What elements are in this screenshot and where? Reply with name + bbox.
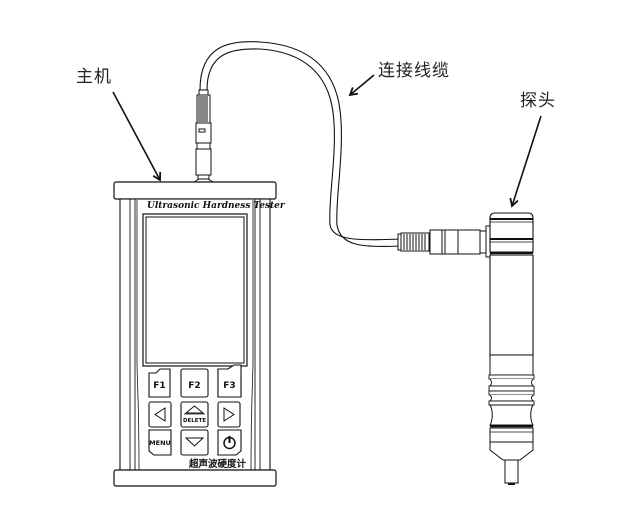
svg-text:DELETE: DELETE (183, 418, 206, 424)
host-arrow (112, 91, 162, 182)
label-arrows (112, 74, 542, 208)
key-f2[interactable]: F2 (180, 368, 209, 398)
probe (488, 212, 535, 485)
cable-arrow (348, 74, 375, 97)
key-f1[interactable]: F1 (148, 368, 171, 398)
label-cable: 连接线缆 (378, 61, 450, 81)
svg-text:F3: F3 (223, 381, 235, 391)
keypad: F1 F2 F3 DELETE MENU (148, 364, 242, 456)
svg-text:MENU: MENU (149, 439, 171, 447)
key-left[interactable] (148, 401, 172, 428)
power-icon (223, 436, 236, 450)
label-probe: 探头 (520, 91, 556, 111)
probe-connector (397, 225, 492, 258)
key-power[interactable] (217, 429, 242, 456)
svg-text:F2: F2 (188, 381, 200, 391)
key-menu[interactable]: MENU (148, 429, 172, 456)
key-up-delete[interactable]: DELETE (180, 401, 209, 428)
probe-arrow (509, 115, 542, 208)
label-host: 主机 (76, 67, 112, 87)
svg-text:F1: F1 (153, 381, 165, 391)
screen (145, 216, 245, 364)
key-right[interactable] (217, 401, 241, 428)
connection-cable (199, 41, 401, 248)
device-model-name: 超声波硬度计 (189, 459, 247, 470)
key-down[interactable] (180, 429, 209, 456)
key-f3[interactable]: F3 (217, 364, 242, 398)
device-brand-text: Ultrasonic Hardness Tester (147, 201, 285, 211)
host-connector (192, 89, 215, 183)
